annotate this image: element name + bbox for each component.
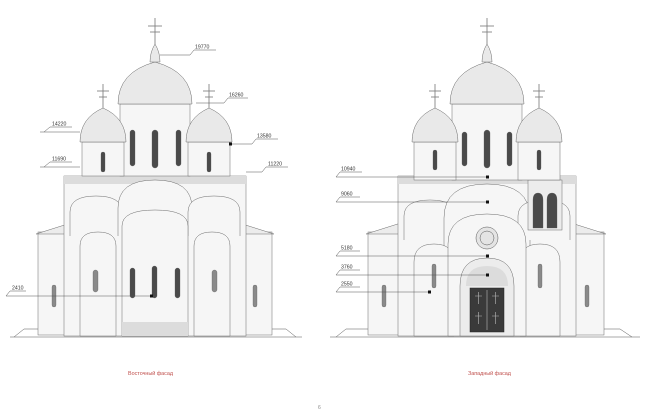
west-elevation-mark-10940: 10940: [335, 167, 489, 179]
west-window: [431, 263, 437, 289]
west-window: [381, 284, 387, 308]
west-drum-window: [461, 131, 468, 167]
rose-window: [475, 226, 499, 250]
svg-text:2550: 2550: [341, 282, 353, 288]
cross-icon: [97, 84, 109, 108]
bell-opening: [532, 192, 544, 229]
svg-text:5180: 5180: [341, 246, 353, 252]
cross-icon: [429, 84, 441, 108]
west-window: [584, 284, 590, 308]
east-drum-window: [151, 129, 159, 169]
east-elevation-mark-19770: 19770: [160, 45, 216, 56]
svg-text:2410: 2410: [12, 286, 24, 292]
svg-text:11220: 11220: [268, 162, 282, 168]
west-drum-window: [432, 149, 438, 171]
west-elevation-mark-9060: 9060: [335, 192, 489, 204]
east-drum-window: [100, 151, 106, 173]
west-left-dome: [411, 107, 459, 143]
cross-icon: [480, 18, 494, 44]
svg-text:9060: 9060: [341, 192, 353, 198]
east-arch-right: [187, 195, 241, 236]
cross-icon: [203, 84, 215, 108]
svg-text:16260: 16260: [229, 93, 244, 99]
east-elevation-mark-11220: 11220: [246, 162, 288, 173]
east-central-cupola: [149, 43, 161, 63]
east-drum-window: [129, 129, 136, 167]
east-window: [174, 267, 181, 299]
east-window: [252, 284, 258, 308]
west-elevation-mark-5180: 5180: [335, 246, 489, 258]
west-central-cupola: [481, 43, 493, 63]
svg-text:10940: 10940: [341, 167, 356, 173]
east-window: [129, 267, 136, 299]
west-facade-caption: Западный фасад: [468, 370, 512, 377]
east-facade-caption: Восточный фасад: [128, 370, 174, 377]
door-ornament: [475, 292, 499, 324]
west-drum-window: [483, 129, 491, 169]
east-left-dome: [79, 107, 127, 143]
east-elevation-mark-11690: 11690: [40, 157, 80, 168]
svg-text:14220: 14220: [52, 122, 67, 128]
east-elevation-mark-13580: 13580: [229, 134, 278, 146]
rose-window-inner: [479, 230, 495, 246]
east-arch-left: [69, 195, 123, 236]
west-central-dome: [449, 61, 525, 105]
west-drum-window: [506, 131, 513, 167]
west-drum-window: [536, 149, 542, 171]
east-right-dome: [185, 107, 233, 143]
svg-text:11690: 11690: [52, 157, 66, 163]
page-mark: 6: [318, 405, 321, 411]
east-window: [92, 269, 99, 293]
west-right-dome: [515, 107, 563, 143]
east-drum-window: [175, 129, 182, 167]
west-steps: [335, 328, 633, 338]
bell-opening: [546, 192, 558, 229]
svg-text:3760: 3760: [341, 265, 353, 271]
west-window: [537, 263, 543, 289]
east-drum-window: [206, 151, 212, 173]
cross-icon: [533, 84, 545, 108]
east-apse-plinth: [122, 322, 188, 336]
svg-text:13580: 13580: [257, 134, 272, 140]
east-window: [151, 265, 158, 299]
east-central-dome: [117, 61, 193, 105]
west-elevation-mark-2550: 2550: [335, 282, 431, 294]
east-facade: 19770 16260 14220 13580 11690 11220 2410: [5, 18, 302, 377]
west-elevation-mark-3760: 3760: [335, 265, 489, 277]
east-elevation-mark-14220: 14220: [40, 122, 80, 133]
east-elevation-mark-16260: 16260: [196, 93, 248, 104]
east-steps: [13, 328, 297, 338]
east-window: [211, 269, 218, 293]
svg-text:19770: 19770: [195, 45, 210, 51]
east-elevation-mark-2410: 2410: [5, 286, 153, 298]
west-facade: 10940 9060 5180 3760 2550 Западный фасад: [330, 18, 640, 377]
cross-icon: [148, 18, 162, 44]
